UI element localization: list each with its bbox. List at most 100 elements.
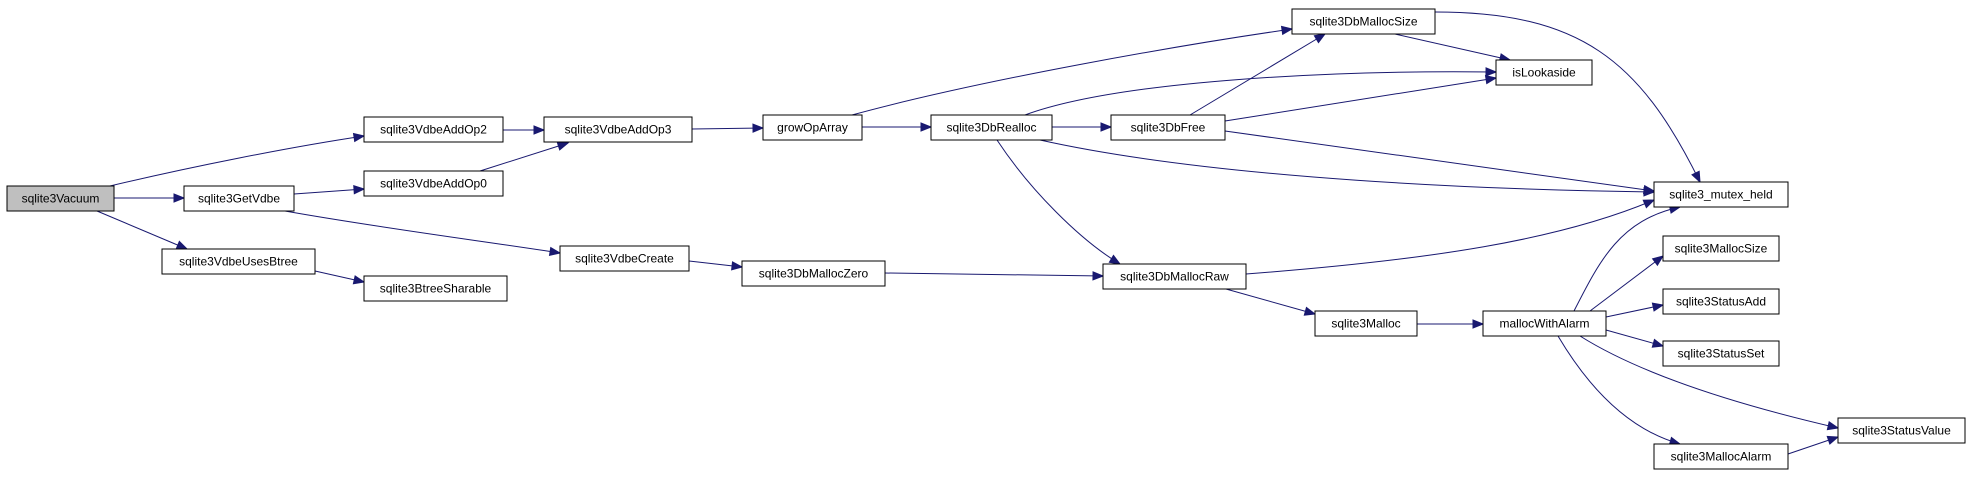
- node-label: sqlite3MallocAlarm: [1671, 450, 1772, 464]
- edge-sqlite3VdbeUsesBtree-to-sqlite3BtreeSharable: [314, 270, 366, 285]
- node-sqlite3GetVdbe[interactable]: sqlite3GetVdbe: [183, 185, 295, 212]
- node-label: sqlite3_mutex_held: [1669, 188, 1772, 202]
- node-box: [1653, 443, 1789, 470]
- node-box: [1482, 310, 1607, 337]
- node-growOpArray[interactable]: growOpArray: [762, 114, 863, 141]
- node-label: sqlite3DbMallocRaw: [1120, 270, 1229, 284]
- edge-mallocWithAlarm-to-sqlite3StatusSet: [1605, 329, 1665, 348]
- node-sqlite3Malloc[interactable]: sqlite3Malloc: [1314, 310, 1418, 337]
- node-box: [183, 185, 295, 212]
- edge-sqlite3DbFree-to-sqlite3_mutex_held: [1224, 130, 1656, 195]
- node-label: sqlite3MallocSize: [1675, 242, 1768, 256]
- edge-sqlite3GetVdbe-to-sqlite3VdbeCreate: [284, 210, 562, 257]
- node-box: [762, 114, 863, 141]
- node-sqlite3BtreeSharable[interactable]: sqlite3BtreeSharable: [363, 275, 508, 302]
- function-nodes: sqlite3Vacuum sqlite3VdbeAddOp2 sqlite3Get…: [6, 8, 1966, 470]
- node-box: [1653, 181, 1789, 208]
- node-sqlite3Vacuum[interactable]: sqlite3Vacuum: [6, 185, 115, 212]
- node-box: [1102, 263, 1247, 290]
- node-box: [363, 116, 504, 143]
- node-box: [1291, 8, 1436, 35]
- edge-mallocWithAlarm-to-sqlite3MallocAlarm: [1557, 335, 1682, 446]
- edge-sqlite3VdbeAddOp2-to-sqlite3VdbeAddOp3: [503, 125, 546, 135]
- node-label: sqlite3BtreeSharable: [380, 282, 492, 296]
- node-label: sqlite3Vacuum: [22, 192, 100, 206]
- node-box: [559, 245, 690, 272]
- node-sqlite3VdbeAddOp2[interactable]: sqlite3VdbeAddOp2: [363, 116, 504, 143]
- node-label: sqlite3DbRealloc: [946, 121, 1036, 135]
- edge-sqlite3DbMallocSize-to-isLookaside: [1394, 33, 1512, 63]
- node-label: sqlite3VdbeUsesBtree: [179, 255, 298, 269]
- node-sqlite3StatusSet[interactable]: sqlite3StatusSet: [1662, 340, 1780, 367]
- node-box: [930, 114, 1053, 141]
- node-label: growOpArray: [777, 121, 848, 135]
- node-label: isLookaside: [1512, 66, 1576, 80]
- node-mallocWithAlarm[interactable]: mallocWithAlarm: [1482, 310, 1607, 337]
- node-sqlite3DbMallocSize[interactable]: sqlite3DbMallocSize: [1291, 8, 1436, 35]
- edge-sqlite3MallocAlarm-to-sqlite3StatusValue: [1787, 435, 1840, 455]
- node-sqlite3StatusAdd[interactable]: sqlite3StatusAdd: [1662, 288, 1780, 315]
- edge-mallocWithAlarm-to-sqlite3StatusValue: [1579, 335, 1840, 431]
- node-sqlite3VdbeAddOp3[interactable]: sqlite3VdbeAddOp3: [543, 116, 693, 143]
- node-box: [1837, 417, 1966, 444]
- edge-sqlite3DbMallocZero-to-sqlite3DbMallocRaw: [884, 271, 1105, 281]
- edge-sqlite3VdbeCreate-to-sqlite3DbMallocZero: [688, 260, 744, 271]
- edge-mallocWithAlarm-to-sqlite3MallocSize: [1589, 255, 1665, 312]
- node-sqlite3DbMallocZero[interactable]: sqlite3DbMallocZero: [741, 260, 886, 287]
- node-box: [1314, 310, 1418, 337]
- node-label: sqlite3StatusValue: [1852, 424, 1951, 438]
- node-box: [161, 248, 316, 275]
- node-sqlite3VdbeCreate[interactable]: sqlite3VdbeCreate: [559, 245, 690, 272]
- edge-sqlite3DbRealloc-to-sqlite3DbMallocRaw: [996, 139, 1122, 265]
- node-label: sqlite3GetVdbe: [198, 192, 280, 206]
- edge-sqlite3Vacuum-to-sqlite3VdbeAddOp2: [109, 132, 366, 187]
- node-label: sqlite3Malloc: [1331, 317, 1400, 331]
- node-box: [1662, 235, 1780, 262]
- call-edges: [96, 11, 1840, 455]
- edge-mallocWithAlarm-to-sqlite3StatusAdd: [1605, 302, 1665, 318]
- node-label: sqlite3VdbeAddOp3: [565, 123, 672, 137]
- node-isLookaside[interactable]: isLookaside: [1495, 59, 1593, 86]
- node-box: [363, 275, 508, 302]
- node-label: sqlite3DbFree: [1131, 121, 1206, 135]
- node-sqlite3DbFree[interactable]: sqlite3DbFree: [1110, 114, 1226, 141]
- node-label: sqlite3StatusAdd: [1676, 295, 1766, 309]
- node-sqlite3MallocAlarm[interactable]: sqlite3MallocAlarm: [1653, 443, 1789, 470]
- edge-growOpArray-to-sqlite3DbMallocSize: [851, 25, 1294, 116]
- node-label: sqlite3VdbeCreate: [575, 252, 674, 266]
- node-box: [1662, 288, 1780, 315]
- node-sqlite3_mutex_held[interactable]: sqlite3_mutex_held: [1653, 181, 1789, 208]
- node-box: [741, 260, 886, 287]
- edge-sqlite3DbMallocRaw-to-sqlite3Malloc: [1225, 288, 1317, 316]
- node-label: sqlite3VdbeAddOp0: [380, 177, 487, 191]
- edge-sqlite3DbRealloc-to-isLookaside: [1024, 67, 1498, 116]
- node-label: sqlite3DbMallocZero: [759, 267, 869, 281]
- node-box: [1495, 59, 1593, 86]
- edge-sqlite3Vacuum-to-sqlite3VdbeUsesBtree: [96, 210, 189, 250]
- node-label: sqlite3StatusSet: [1678, 347, 1765, 361]
- node-sqlite3DbRealloc[interactable]: sqlite3DbRealloc: [930, 114, 1053, 141]
- node-box: [1110, 114, 1226, 141]
- edge-sqlite3DbMallocRaw-to-sqlite3_mutex_held: [1245, 199, 1656, 275]
- node-label: mallocWithAlarm: [1499, 317, 1589, 331]
- edge-sqlite3Vacuum-to-sqlite3GetVdbe: [114, 193, 186, 203]
- node-sqlite3VdbeUsesBtree[interactable]: sqlite3VdbeUsesBtree: [161, 248, 316, 275]
- edge-sqlite3DbFree-to-isLookaside: [1224, 74, 1498, 122]
- edge-sqlite3DbRealloc-to-sqlite3DbFree: [1052, 122, 1113, 132]
- node-sqlite3DbMallocRaw[interactable]: sqlite3DbMallocRaw: [1102, 263, 1247, 290]
- edge-sqlite3DbFree-to-sqlite3DbMallocSize: [1189, 33, 1327, 116]
- edge-sqlite3GetVdbe-to-sqlite3VdbeAddOp0: [293, 185, 366, 195]
- edge-growOpArray-to-sqlite3DbRealloc: [862, 122, 933, 132]
- node-label: sqlite3DbMallocSize: [1309, 15, 1417, 29]
- node-sqlite3MallocSize[interactable]: sqlite3MallocSize: [1662, 235, 1780, 262]
- node-label: sqlite3VdbeAddOp2: [380, 123, 487, 137]
- node-box: [6, 185, 115, 212]
- node-box: [1662, 340, 1780, 367]
- node-sqlite3VdbeAddOp0[interactable]: sqlite3VdbeAddOp0: [363, 170, 504, 197]
- edge-sqlite3DbMallocSize-to-sqlite3_mutex_held: [1434, 11, 1701, 184]
- node-sqlite3StatusValue[interactable]: sqlite3StatusValue: [1837, 417, 1966, 444]
- edge-sqlite3VdbeAddOp3-to-growOpArray: [691, 123, 765, 133]
- edge-sqlite3Malloc-to-mallocWithAlarm: [1417, 319, 1485, 329]
- edge-sqlite3VdbeAddOp0-to-sqlite3VdbeAddOp3: [479, 141, 570, 172]
